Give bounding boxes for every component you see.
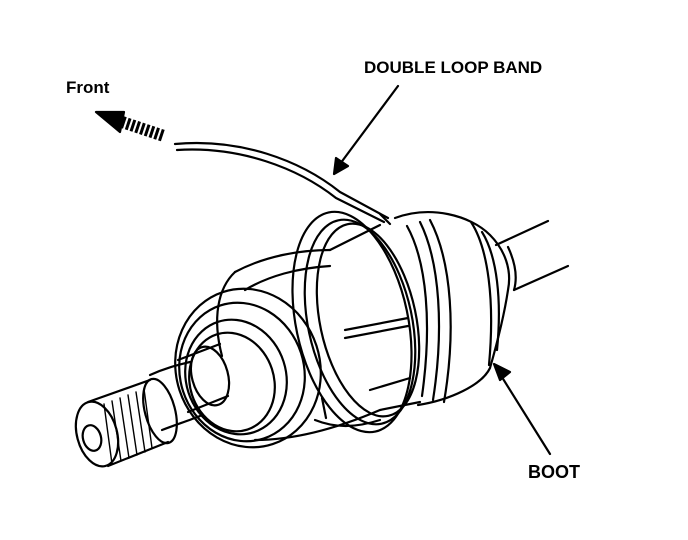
double-loop-band [173, 141, 421, 434]
joint-housing [216, 223, 422, 442]
boot-leader-arrow [492, 362, 552, 456]
stub-shaft [148, 342, 231, 432]
axle-shaft [494, 219, 570, 292]
front-arrow [94, 110, 166, 142]
double-loop-band-label: DOUBLE LOOP BAND [364, 58, 543, 77]
housing-face [174, 287, 322, 449]
boot-label: BOOT [528, 462, 580, 482]
boot [393, 211, 511, 407]
splined-end [74, 377, 178, 468]
band-leader-arrow [332, 84, 400, 176]
front-label: Front [66, 78, 110, 97]
